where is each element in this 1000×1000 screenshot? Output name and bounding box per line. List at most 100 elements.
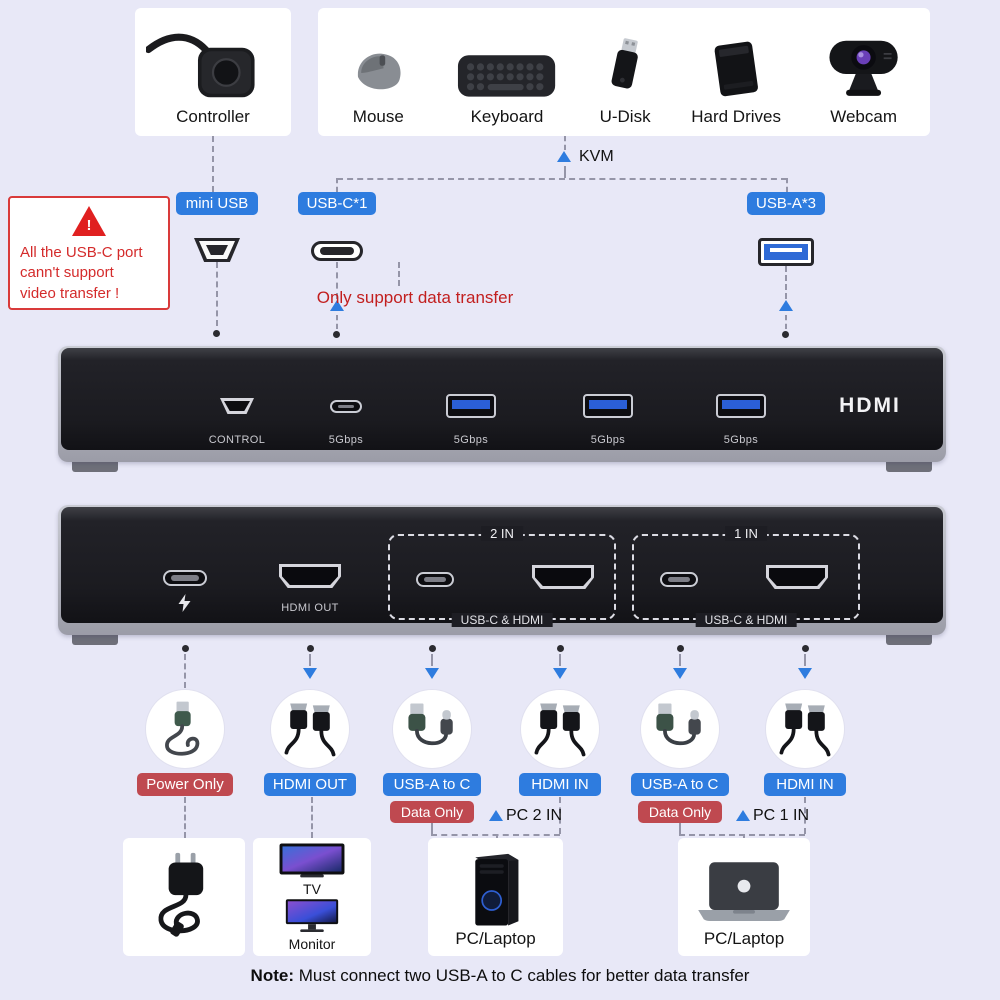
peripheral-harddrive: Hard Drives bbox=[691, 15, 781, 127]
hdmi-out-port bbox=[279, 564, 341, 588]
dashed-line bbox=[337, 178, 787, 180]
usb-a-to-c-pill-2: USB-A to C bbox=[383, 773, 481, 796]
dashed-line bbox=[431, 834, 560, 836]
mini-usb-slot bbox=[206, 245, 228, 255]
dashed-line bbox=[212, 136, 214, 192]
hdmi-out-port-label: HDMI OUT bbox=[281, 602, 339, 614]
group2-hdmi-port bbox=[532, 565, 594, 589]
arrow-down-icon bbox=[425, 668, 439, 679]
warning-box: ! All the USB-C port cann't support vide… bbox=[8, 196, 170, 310]
footnote-bold: Note: bbox=[250, 966, 294, 985]
hdmi-out-inner bbox=[282, 567, 338, 585]
usb-a-blue bbox=[764, 244, 808, 260]
mouse-image bbox=[358, 53, 401, 90]
group2-hdmi-inner bbox=[535, 568, 591, 586]
dashed-line bbox=[786, 178, 788, 192]
dashed-line bbox=[309, 654, 311, 666]
pc1-box: PC/Laptop bbox=[678, 838, 810, 956]
group1-usb-c-port bbox=[660, 572, 698, 587]
group-1-caption: USB-C & HDMI bbox=[695, 613, 797, 627]
udisk-image bbox=[611, 38, 638, 89]
usb-c-5gbps-label: 5Gbps bbox=[328, 434, 364, 446]
group2-usb-c-port bbox=[416, 572, 454, 587]
controller-box: Controller bbox=[135, 8, 291, 136]
tv-monitor-box: TV Monitor bbox=[253, 838, 371, 956]
keyboard-label: Keyboard bbox=[470, 107, 544, 126]
dashed-line bbox=[496, 834, 498, 840]
dashed-line bbox=[679, 823, 681, 834]
usb-a-2-label: 5Gbps bbox=[590, 434, 626, 446]
pc2-box: PC/Laptop bbox=[428, 838, 563, 956]
arrow-up-icon bbox=[557, 151, 571, 162]
hdmi-in-cable-circle-2 bbox=[521, 690, 599, 768]
usb-a-port-3 bbox=[716, 394, 766, 418]
dashed-line bbox=[679, 654, 681, 666]
dashed-line bbox=[336, 315, 338, 329]
front-panel-face bbox=[61, 348, 943, 450]
hdmi-out-cable-circle bbox=[271, 690, 349, 768]
pc2-in-label: PC 2 IN bbox=[506, 807, 563, 824]
udisk-label: U-Disk bbox=[599, 107, 651, 126]
harddrive-image bbox=[714, 41, 759, 97]
pc1-label: PC/Laptop bbox=[703, 929, 785, 948]
dashed-line bbox=[184, 654, 186, 688]
hdmi-cable-image bbox=[534, 703, 586, 757]
dashed-line bbox=[336, 178, 338, 192]
hdmi-cable-image bbox=[284, 703, 336, 757]
usb-a-port-1 bbox=[446, 394, 496, 418]
laptop-image bbox=[698, 862, 790, 921]
hdmi-logo: HDMI bbox=[839, 394, 901, 417]
usb-c-5gbps-port bbox=[330, 400, 362, 413]
dot bbox=[213, 330, 220, 337]
dashed-line bbox=[431, 823, 433, 834]
usb-a-to-c-pill-1: USB-A to C bbox=[631, 773, 729, 796]
usb-a-to-c-cable-circle bbox=[393, 690, 471, 768]
rear-panel: HDMI OUT 2 IN USB-C & HDMI 1 IN USB-C & … bbox=[58, 505, 946, 635]
dot bbox=[307, 645, 314, 652]
tv-label: TV bbox=[303, 881, 321, 898]
arrow-down-icon bbox=[553, 668, 567, 679]
power-adapter-box bbox=[123, 838, 245, 956]
dashed-line bbox=[785, 266, 787, 299]
dashed-line bbox=[431, 654, 433, 666]
usb-c-pill: USB-C*1 bbox=[298, 192, 376, 215]
mini-usb-port-icon bbox=[194, 238, 240, 262]
dot bbox=[677, 645, 684, 652]
peripheral-udisk: U-Disk bbox=[600, 15, 651, 127]
pc1-in-label: PC 1 IN bbox=[753, 807, 810, 824]
usb-a-to-c-cable-circle-2 bbox=[641, 690, 719, 768]
peripheral-mouse: Mouse bbox=[342, 15, 414, 127]
control-port-inner bbox=[224, 401, 250, 411]
arrow-up-icon bbox=[779, 300, 793, 311]
peripherals-box: Mouse Keyboard bbox=[318, 8, 930, 136]
dashed-line bbox=[785, 315, 787, 329]
controller-image bbox=[146, 33, 255, 98]
mini-usb-pill: mini USB bbox=[176, 192, 258, 215]
warning-line-3: video transfer ! bbox=[20, 284, 120, 302]
usb-a-port-icon bbox=[758, 238, 814, 266]
group1-hdmi-port bbox=[766, 565, 828, 589]
group1-hdmi-inner bbox=[769, 568, 825, 586]
input-group-1: 1 IN USB-C & HDMI bbox=[632, 526, 860, 627]
dashed-line bbox=[336, 262, 338, 299]
dashed-line bbox=[679, 834, 805, 836]
usb-c-port-icon bbox=[311, 241, 363, 261]
usb-a-contacts bbox=[770, 248, 802, 252]
front-panel: CONTROL 5Gbps 5Gbps 5Gbps 5Gbps HDMI bbox=[58, 346, 946, 462]
peripheral-keyboard: Keyboard bbox=[455, 15, 559, 127]
power-adapter-image bbox=[158, 852, 204, 937]
dashed-line bbox=[564, 136, 566, 150]
arrow-up-icon bbox=[489, 810, 503, 821]
peripheral-webcam: Webcam bbox=[822, 15, 906, 127]
warning-line-2: cann't support bbox=[20, 264, 114, 282]
mouse-label: Mouse bbox=[352, 107, 404, 126]
dashed-line bbox=[804, 654, 806, 666]
usb-a-3-label: 5Gbps bbox=[723, 434, 759, 446]
control-label: CONTROL bbox=[208, 434, 266, 446]
usb-a-port-2 bbox=[583, 394, 633, 418]
footnote: Note: Must connect two USB-A to C cables… bbox=[0, 966, 1000, 986]
pc-tower-image bbox=[474, 853, 518, 926]
hdmi-cable-image bbox=[779, 703, 831, 757]
control-port bbox=[220, 398, 254, 414]
